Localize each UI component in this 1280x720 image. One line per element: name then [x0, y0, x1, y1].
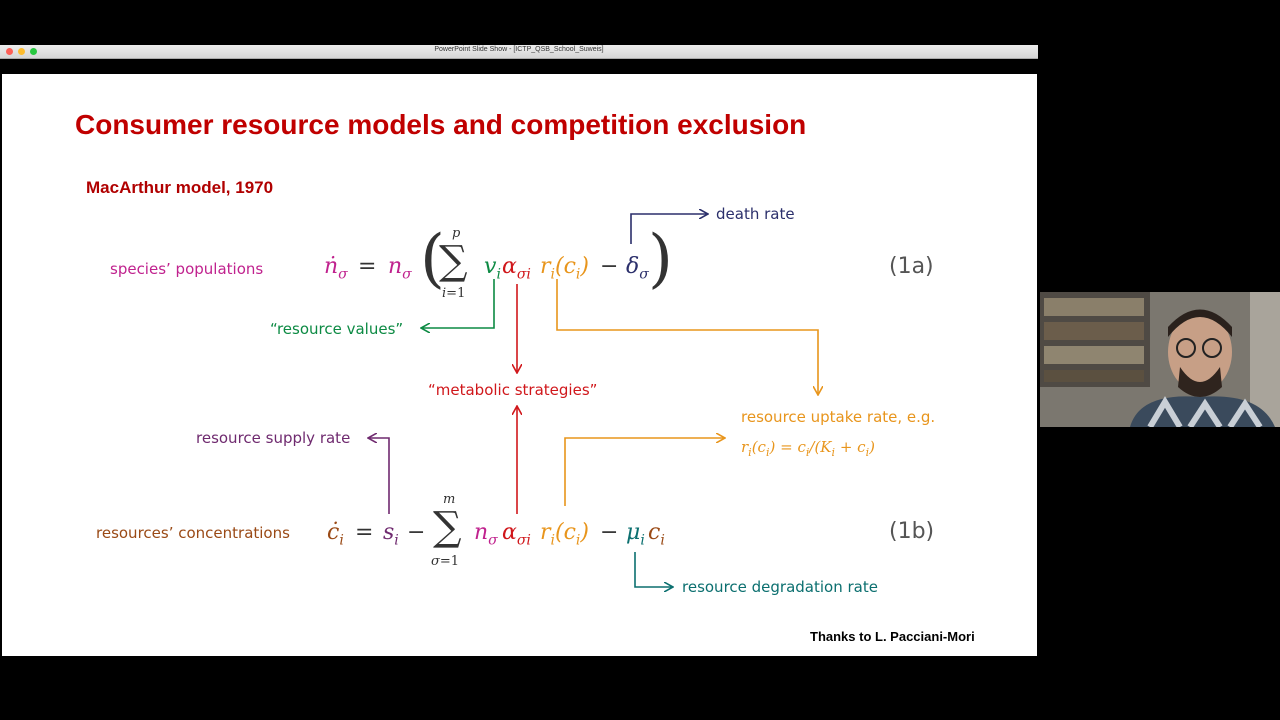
window-title: PowerPoint Slide Show - [ICTP_QSB_School…	[434, 46, 604, 53]
label-resources-concentrations: resources’ concentrations	[96, 524, 290, 542]
degradation-arrow	[634, 552, 672, 587]
window-titlebar: PowerPoint Slide Show - [ICTP_QSB_School…	[0, 45, 1038, 59]
slide[interactable]: Consumer resource models and competition…	[2, 74, 1037, 656]
death-rate-arrow	[630, 214, 707, 244]
uptake-formula: ri(ci) = ci/(Ki + ci)	[741, 438, 875, 459]
equation-number-1b: (1b)	[889, 519, 935, 544]
supply-rate-arrow	[369, 438, 390, 514]
label-resource-supply: resource supply rate	[196, 429, 351, 447]
eq1b-s: si	[383, 520, 399, 549]
uptake-arrow-bottom	[564, 438, 724, 506]
eq1a-equals: =	[358, 254, 377, 279]
eq1b-minus2: −	[600, 520, 619, 545]
eq1b-c: ci	[648, 520, 665, 549]
person-webcam-icon	[1040, 292, 1280, 427]
eq1b-n: nσ	[474, 520, 498, 549]
eq1a-sum-lower: i=1	[442, 286, 466, 301]
eq1a-sum-upper: p	[452, 226, 461, 241]
eq1b-mu: μi	[626, 520, 645, 549]
eq1b-alpha: ασi	[502, 520, 531, 549]
eq1a-close-paren: )	[648, 222, 673, 296]
eq1a-alpha: ασi	[502, 254, 531, 283]
eq1a-r: ri(ci)	[540, 254, 589, 283]
close-window-button[interactable]	[6, 48, 13, 55]
eq1a-v: vi	[484, 254, 501, 283]
eq1b-sum-upper: m	[443, 492, 456, 507]
slide-title: Consumer resource models and competition…	[75, 109, 807, 140]
eq1a-lhs: ṅσ	[324, 254, 348, 283]
presenter-webcam	[1040, 292, 1280, 427]
eq1a-open-paren: (	[420, 222, 445, 296]
minimize-window-button[interactable]	[18, 48, 25, 55]
eq1b-equals: =	[355, 520, 374, 545]
credit-text: Thanks to L. Pacciani-Mori	[810, 629, 975, 644]
label-resource-uptake: resource uptake rate, e.g.	[741, 408, 936, 426]
label-metabolic-strategies: “metabolic strategies”	[428, 381, 598, 399]
label-death-rate: death rate	[716, 205, 795, 223]
label-resource-values: “resource values”	[270, 320, 404, 338]
eq1a-delta: δσ	[626, 254, 649, 283]
uptake-arrow-top	[556, 279, 818, 394]
label-species-populations: species’ populations	[110, 260, 264, 278]
label-resource-degradation: resource degradation rate	[682, 578, 878, 596]
eq1a-minus: −	[600, 254, 619, 279]
eq1b-sum-symbol: ∑	[433, 504, 462, 550]
eq1a-n-sigma: nσ	[388, 254, 412, 283]
zoom-window-button[interactable]	[30, 48, 37, 55]
eq1b-minus1: −	[407, 520, 426, 545]
eq1b-r: ri(ci)	[540, 520, 589, 549]
eq1b-lhs: ċi	[327, 520, 344, 549]
eq1b-sum-lower: σ=1	[431, 554, 460, 569]
eq1a-sum-symbol: ∑	[439, 238, 468, 284]
annotation-arrows	[2, 74, 1037, 656]
resource-values-arrow	[422, 279, 495, 328]
equation-number-1a: (1a)	[889, 254, 934, 279]
slide-subtitle: MacArthur model, 1970	[86, 178, 274, 197]
